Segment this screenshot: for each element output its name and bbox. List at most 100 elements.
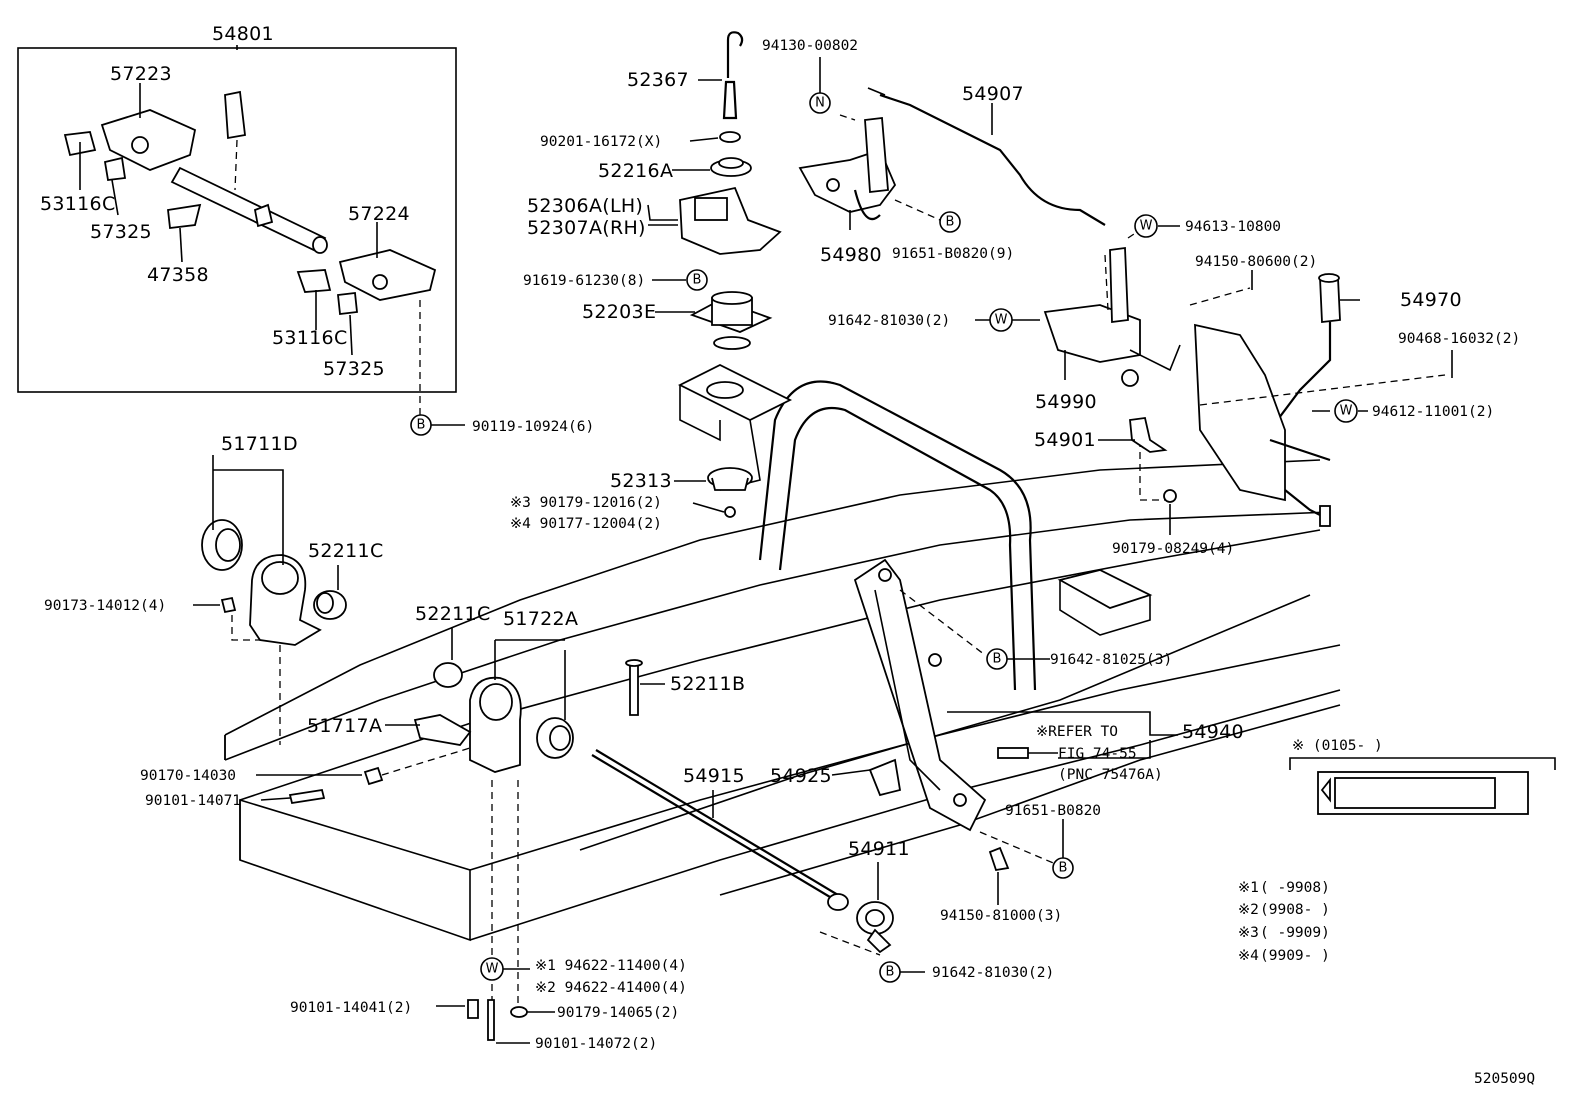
serial-note-1-range: ( -9908): [1260, 880, 1330, 896]
label-91642-81025: 91642-81025(3): [1050, 652, 1172, 668]
label-90179-12016: ※3 90179-12016(2): [510, 495, 662, 511]
label-90201-16172: 90201-16172(X): [540, 134, 662, 150]
refer-note-line3: (PNC 75476A): [1058, 767, 1163, 783]
label-91651-b0820-9: 91651-B0820(9): [892, 246, 1014, 262]
tag-b: B: [410, 414, 432, 436]
carrier-54940: [853, 558, 1059, 872]
label-90179-08249: 90179-08249(4): [1112, 541, 1234, 557]
jack-hook-group: [679, 31, 782, 518]
tag-n: N: [809, 92, 831, 114]
fasteners: [288, 659, 643, 1041]
label-54911: 54911: [848, 838, 910, 860]
label-90468-16032: 90468-16032(2): [1398, 331, 1520, 347]
label-51717a: 51717A: [307, 715, 382, 737]
label-52203e: 52203E: [582, 301, 656, 323]
label-52367: 52367: [627, 69, 689, 91]
refer-note-line1: ※REFER TO: [1036, 724, 1118, 740]
part-number-labels: 54801 57223 53116C 57325 47358 57224 531…: [40, 23, 1535, 1087]
label-52211c: 52211C: [308, 540, 384, 562]
label-90101-14071: 90101-14071: [145, 793, 241, 809]
label-90177-12004: ※4 90177-12004(2): [510, 516, 662, 532]
label-54915: 54915: [683, 765, 745, 787]
tag-w: W: [480, 957, 504, 981]
mount-51722A: [413, 650, 574, 1005]
svg-text:W: W: [1140, 219, 1153, 234]
label-54925: 54925: [770, 765, 832, 787]
tag-b: B: [879, 961, 901, 983]
label-54901: 54901: [1034, 429, 1096, 451]
label-52313: 52313: [610, 470, 672, 492]
label-52211b: 52211B: [670, 673, 745, 695]
svg-text:W: W: [486, 962, 499, 977]
label-94613-10800: 94613-10800: [1185, 219, 1281, 235]
inset-date-label: ※ (0105- ): [1292, 738, 1383, 754]
label-94150-80600: 94150-80600(2): [1195, 254, 1317, 270]
label-90101-14041: 90101-14041(2): [290, 1000, 412, 1016]
label-52307a: 52307A(RH): [527, 217, 646, 239]
lock-rod-group: [798, 87, 1106, 226]
label-90101-14072: 90101-14072(2): [535, 1036, 657, 1052]
label-94612-11001: 94612-11001(2): [1372, 404, 1494, 420]
tag-b: B: [986, 648, 1008, 670]
label-94622-41400: ※2 94622-41400(4): [535, 980, 687, 996]
svg-text:N: N: [815, 96, 825, 111]
label-57223: 57223: [110, 63, 172, 85]
tag-b: B: [1052, 857, 1074, 879]
mount-51711D: [201, 519, 347, 745]
label-54801: 54801: [212, 23, 274, 45]
tag-b: B: [686, 269, 708, 291]
label-52216a: 52216A: [598, 160, 673, 182]
serial-note-4-mark: ※4: [1238, 948, 1259, 964]
label-90173-14012: 90173-14012(4): [44, 598, 166, 614]
svg-text:B: B: [693, 273, 702, 288]
label-54970: 54970: [1400, 289, 1462, 311]
svg-text:B: B: [993, 652, 1002, 667]
rod-54915: [591, 749, 894, 956]
refer-note-line2: FIG 74-55: [1058, 746, 1137, 762]
tag-b: B: [939, 211, 961, 233]
tag-w: W: [989, 308, 1013, 332]
label-90119-10924: 90119-10924(6): [472, 419, 594, 435]
serial-note-3-mark: ※3: [1238, 925, 1259, 941]
serial-note-2-range: (9908- ): [1260, 902, 1330, 918]
label-57325: 57325: [90, 221, 152, 243]
serial-note-2-mark: ※2: [1238, 902, 1259, 918]
bracket-54990: [1043, 229, 1181, 387]
label-94130-00802: 94130-00802: [762, 38, 858, 54]
date-inset: [1289, 757, 1556, 815]
label-90170-14030: 90170-14030: [140, 768, 236, 784]
label-91642-81030-2: 91642-81030(2): [932, 965, 1054, 981]
svg-text:B: B: [946, 215, 955, 230]
serial-note-1-mark: ※1: [1238, 880, 1259, 896]
label-47358: 47358: [147, 264, 209, 286]
label-52211c-2: 52211C: [415, 603, 491, 625]
label-94150-81000: 94150-81000(3): [940, 908, 1062, 924]
diagram-id: 520509Q: [1474, 1071, 1535, 1087]
label-54980: 54980: [820, 244, 882, 266]
inset-54801: [17, 47, 457, 418]
label-54940: 54940: [1182, 721, 1244, 743]
label-52306a: 52306A(LH): [527, 195, 643, 217]
tag-w: W: [1334, 399, 1358, 423]
label-57325-2: 57325: [323, 358, 385, 380]
label-51722a: 51722A: [503, 608, 578, 630]
svg-text:B: B: [417, 418, 426, 433]
label-54907: 54907: [962, 83, 1024, 105]
tag-w: W: [1134, 214, 1158, 238]
leader-lines: [79, 45, 1453, 1044]
label-91619-61230: 91619-61230(8): [523, 273, 645, 289]
handle-54970: [1139, 273, 1446, 527]
svg-text:W: W: [995, 313, 1008, 328]
label-94622-11400: ※1 94622-11400(4): [535, 958, 687, 974]
serial-note-3-range: ( -9909): [1260, 925, 1330, 941]
label-54990: 54990: [1035, 391, 1097, 413]
label-91642-81030: 91642-81030(2): [828, 313, 950, 329]
bracket-54901: [1129, 416, 1177, 503]
label-53116c: 53116C: [40, 193, 116, 215]
svg-text:B: B: [1059, 861, 1068, 876]
tag-markers: N B W B W W B B B B W: [410, 92, 1358, 983]
label-90179-14065: 90179-14065(2): [557, 1005, 679, 1021]
label-51711d: 51711D: [221, 433, 298, 455]
label-91651-b0820: 91651-B0820: [1005, 803, 1101, 819]
